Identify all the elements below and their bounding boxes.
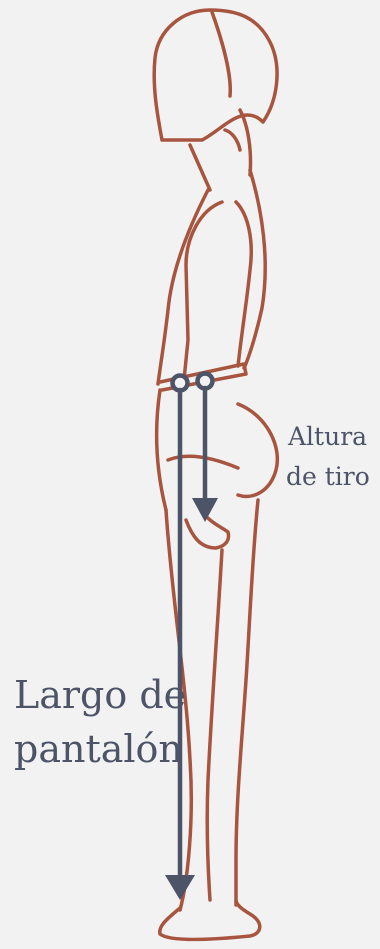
ear-line xyxy=(225,130,240,150)
crotch-rise-label-line2: de tiro xyxy=(286,464,370,490)
torso-front xyxy=(244,170,265,368)
seat-curve xyxy=(238,404,277,496)
head-outline xyxy=(154,10,277,140)
head-mid-line xyxy=(212,12,230,96)
pants-length-arrowhead xyxy=(165,875,195,900)
foot-outline xyxy=(160,900,260,940)
pants-length-label-line2: pantalón xyxy=(14,730,183,770)
leg-inner xyxy=(207,550,222,900)
leg-front xyxy=(236,500,258,905)
crotch-rise-arrowhead xyxy=(192,498,218,522)
arm-inner xyxy=(236,202,251,366)
crotch-rise-label-line1: Altura xyxy=(288,424,367,450)
hip-back xyxy=(157,390,166,510)
pants-length-label-line1: Largo de xyxy=(14,676,186,716)
